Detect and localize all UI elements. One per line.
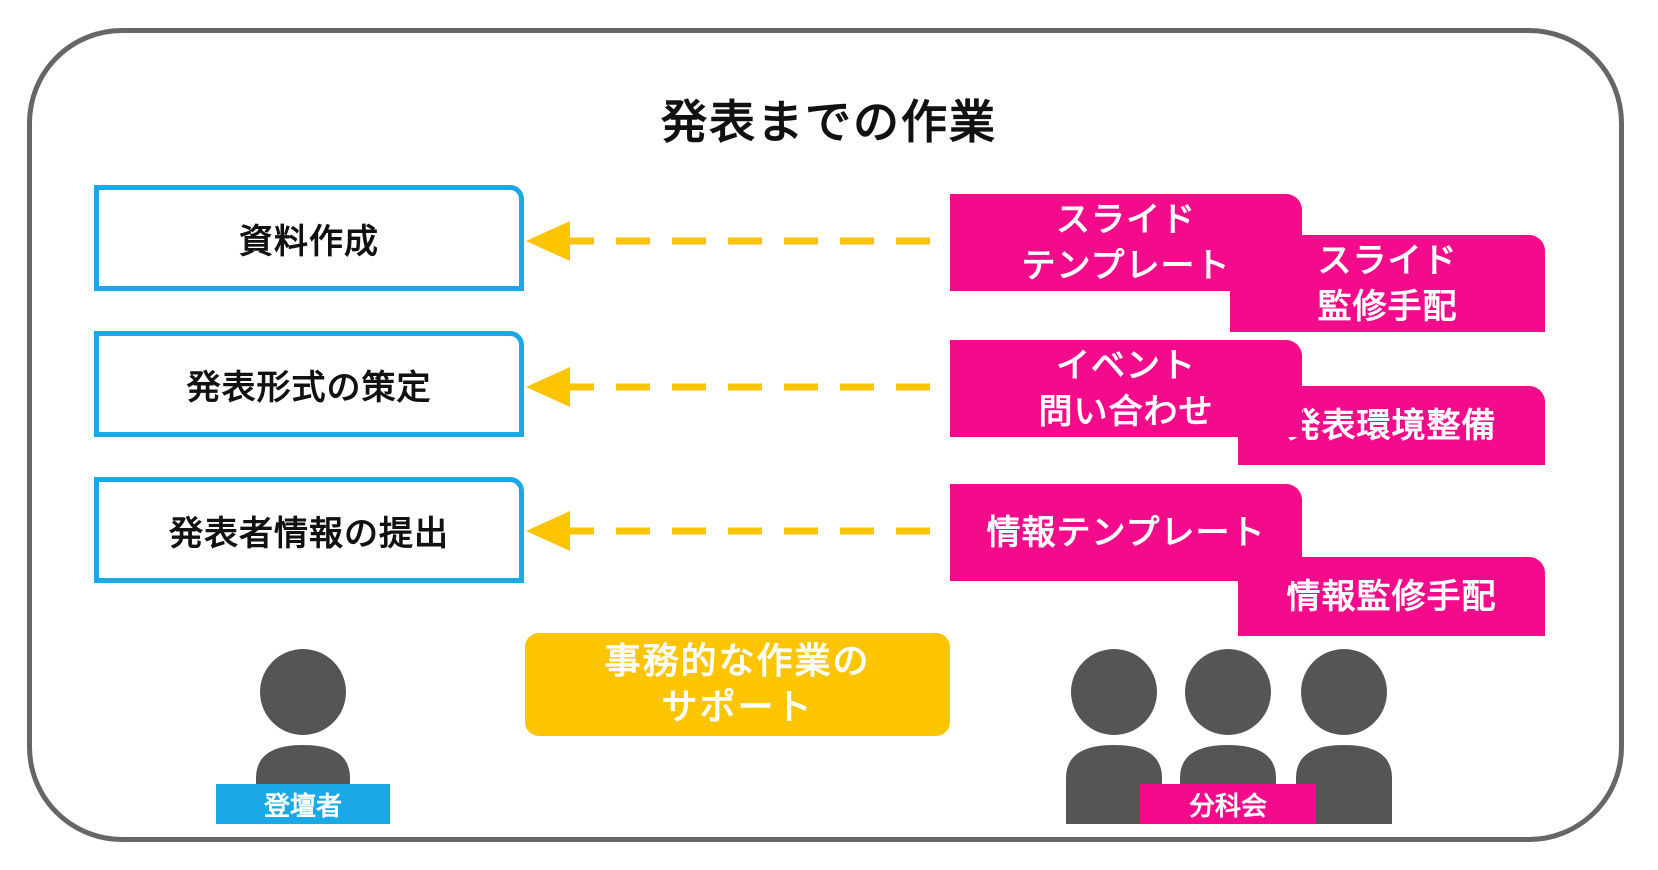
diagram-title: 発表までの作業 (661, 95, 997, 149)
committee-role-tag: 分科会 (1140, 784, 1316, 824)
committee-box-line: 発表環境整備 (1286, 405, 1497, 446)
task-box-material-creation: 資料作成 (94, 185, 524, 291)
committee-box-event-inquiry: イベント 問い合わせ (950, 340, 1302, 437)
committee-box-line: 監修手配 (1317, 286, 1458, 327)
committee-box-line: テンプレート (1021, 245, 1231, 286)
task-box-speaker-info-submission: 発表者情報の提出 (94, 477, 524, 583)
committee-box-line: 情報テンプレート (986, 512, 1266, 553)
support-line: サポート (661, 686, 814, 728)
arrow-1 (526, 221, 955, 261)
person-icon (1296, 649, 1392, 824)
committee-box-line: イベント (1056, 345, 1196, 386)
committee-box-line: 問い合わせ (1038, 391, 1214, 432)
admin-support-box: 事務的な作業の サポート (525, 633, 950, 736)
committee-box-slide-template: スライド テンプレート (950, 194, 1302, 291)
task-box-format-decision: 発表形式の策定 (94, 331, 524, 437)
arrow-2 (526, 367, 955, 407)
committee-box-info-template: 情報テンプレート (950, 484, 1302, 581)
speaker-role-tag: 登壇者 (216, 784, 390, 824)
support-line: 事務的な作業の (604, 640, 871, 682)
arrow-3 (526, 511, 955, 551)
person-icon (1066, 649, 1162, 824)
committee-box-line: スライド (1056, 199, 1196, 240)
committee-box-line: 情報監修手配 (1286, 576, 1497, 617)
committee-box-line: スライド (1317, 240, 1458, 281)
